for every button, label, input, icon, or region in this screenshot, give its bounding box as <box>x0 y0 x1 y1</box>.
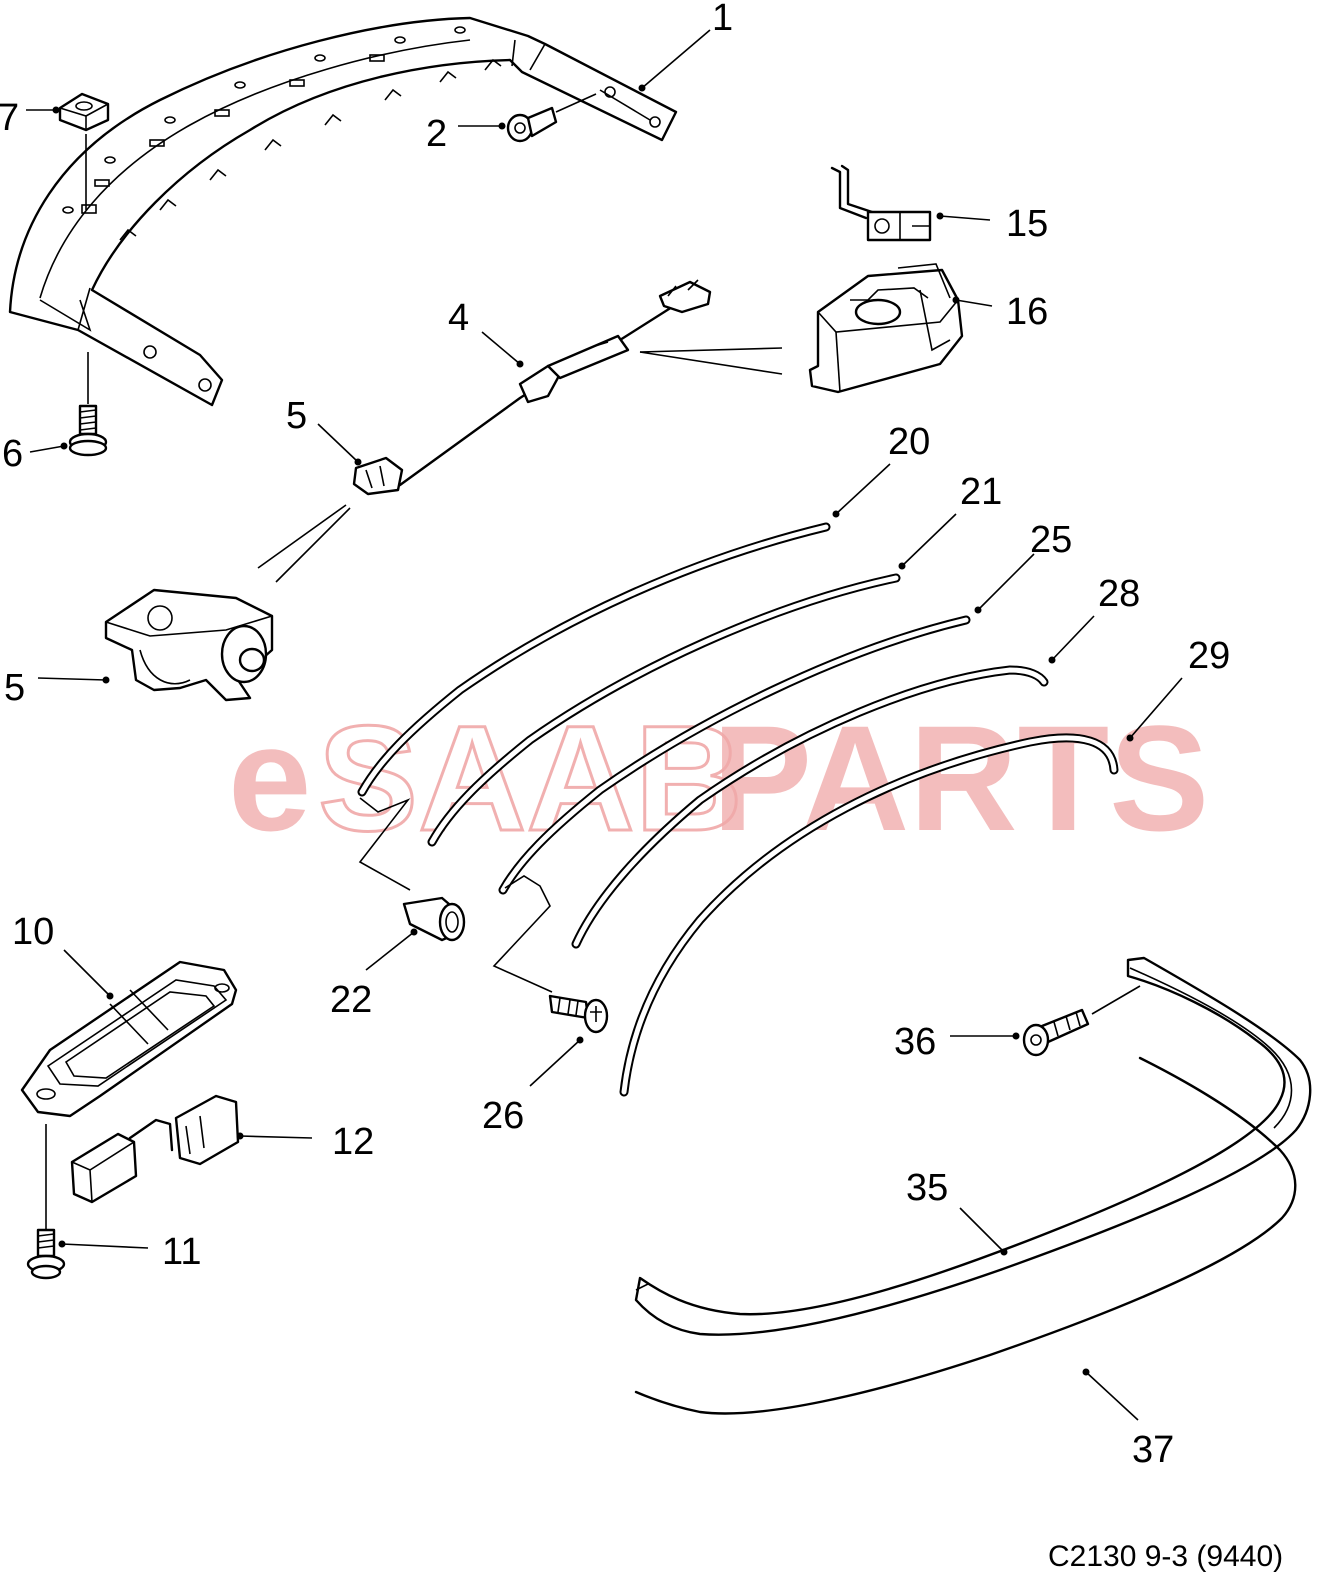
callout-10: 10 <box>12 911 54 953</box>
frame-tabs <box>119 58 502 241</box>
callout-11: 11 <box>162 1231 201 1273</box>
rear-rail-part-35 <box>634 956 1312 1336</box>
watermark-prefix: e <box>228 694 311 862</box>
seal-strip-part-28 <box>571 665 1049 949</box>
cable-mechanism-part-4 <box>398 279 783 487</box>
seal-strips <box>357 522 1119 1097</box>
callout-35: 35 <box>906 1167 948 1209</box>
latch-hook-part-5-lower <box>104 588 274 702</box>
callout-5-upper: 5 <box>286 395 307 437</box>
latch-housing-part-16 <box>808 263 964 394</box>
screw-part-6 <box>68 352 108 457</box>
callout-15: 15 <box>1006 203 1048 245</box>
cable-clip-part-5-upper <box>257 456 404 583</box>
handle-housing-part-10 <box>20 960 238 1118</box>
callout-25: 25 <box>1030 519 1072 561</box>
frame-holes <box>62 26 466 214</box>
callout-22: 22 <box>330 979 372 1021</box>
bracket-part-15 <box>830 164 932 242</box>
callout-28: 28 <box>1098 573 1140 615</box>
callout-4: 4 <box>448 297 469 339</box>
callout-36: 36 <box>894 1021 936 1063</box>
rear-seal-part-37 <box>634 1056 1297 1415</box>
callout-6: 6 <box>2 433 23 475</box>
callout-20: 20 <box>888 421 930 463</box>
callout-21: 21 <box>960 471 1002 513</box>
callout-1: 1 <box>712 0 733 39</box>
callout-numbers: 1 2 4 5 5 6 7 10 11 12 15 16 20 21 22 25… <box>0 0 1230 1471</box>
clip-nut-part-7 <box>58 92 110 210</box>
grommet-part-22 <box>402 896 466 942</box>
seal-strip-part-29 <box>619 733 1119 1097</box>
watermark-suffix: PARTS <box>712 694 1209 862</box>
header-frame-part-1 <box>8 16 678 407</box>
switch-connector-part-12 <box>70 1094 240 1204</box>
callout-12: 12 <box>332 1121 374 1163</box>
seal-strip-part-25 <box>498 615 971 895</box>
bolt-part-36 <box>1022 1008 1090 1057</box>
screw-part-26 <box>548 994 609 1034</box>
screw-part-2 <box>506 93 597 143</box>
callout-5-lower: 5 <box>4 667 25 709</box>
callout-37: 37 <box>1132 1429 1174 1471</box>
leader-lines <box>26 29 1183 1421</box>
callout-26: 26 <box>482 1095 524 1137</box>
watermark-brand: SAAB <box>318 694 743 862</box>
callout-29: 29 <box>1188 635 1230 677</box>
callout-7: 7 <box>0 97 19 139</box>
document-code: C2130 9-3 (9440) <box>1048 1540 1283 1573</box>
callout-16: 16 <box>1006 291 1048 333</box>
callout-2: 2 <box>426 113 447 155</box>
seal-strip-part-20 <box>357 522 831 797</box>
seal-strip-part-21 <box>427 573 901 847</box>
screw-part-11 <box>26 1124 66 1280</box>
